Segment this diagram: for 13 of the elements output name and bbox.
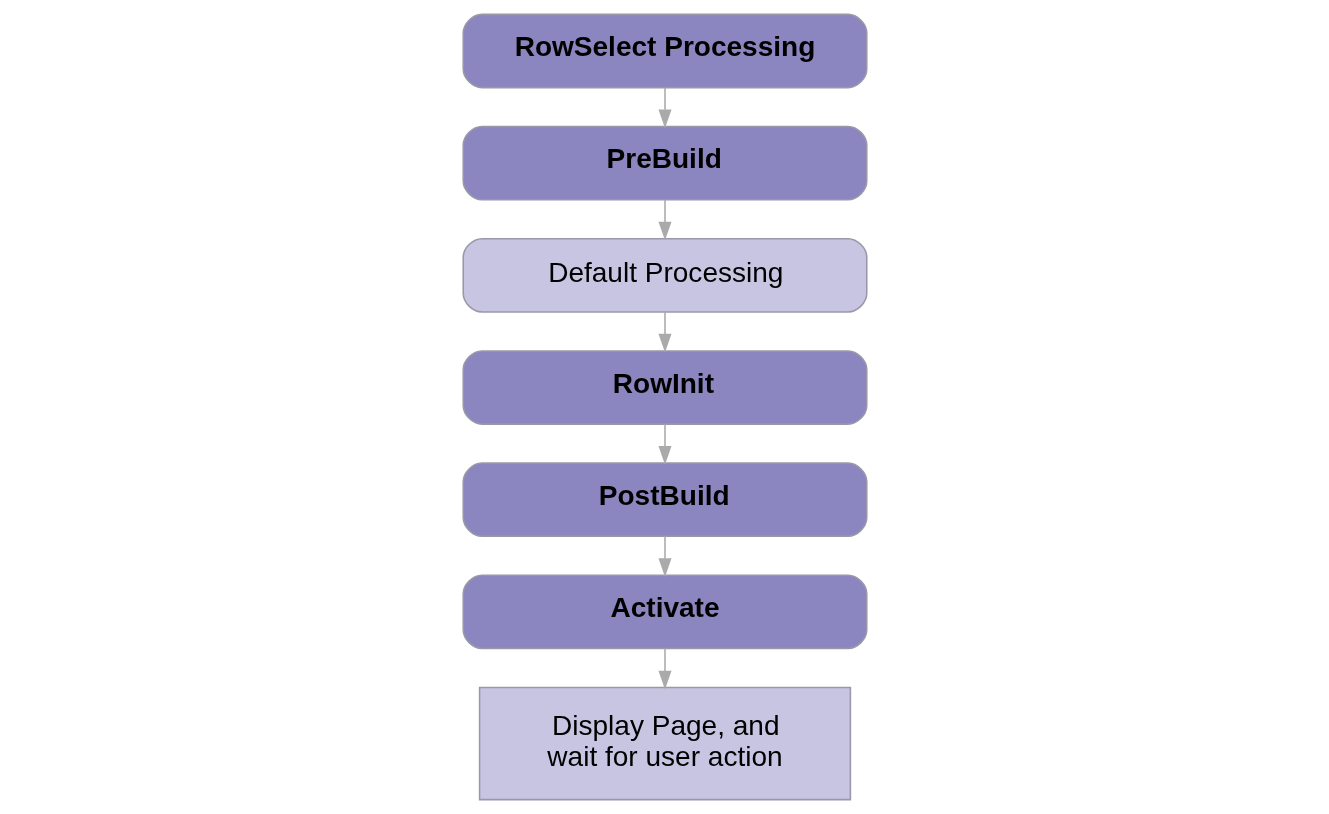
- arrow: [657, 86, 672, 129]
- arrow: [657, 535, 672, 577]
- node-box: RowInit: [461, 350, 868, 425]
- arrow: [657, 647, 672, 690]
- node-box: Display Page, and wait for user action: [478, 686, 851, 801]
- arrow: [657, 423, 672, 465]
- node-box: RowSelect Processing: [461, 13, 868, 89]
- arrow: [657, 311, 672, 353]
- node-box: Activate: [461, 574, 868, 650]
- node-box: PostBuild: [461, 462, 868, 538]
- node-box: PreBuild: [461, 125, 868, 201]
- arrow: [657, 199, 672, 241]
- node-box: Default Processing: [461, 237, 868, 313]
